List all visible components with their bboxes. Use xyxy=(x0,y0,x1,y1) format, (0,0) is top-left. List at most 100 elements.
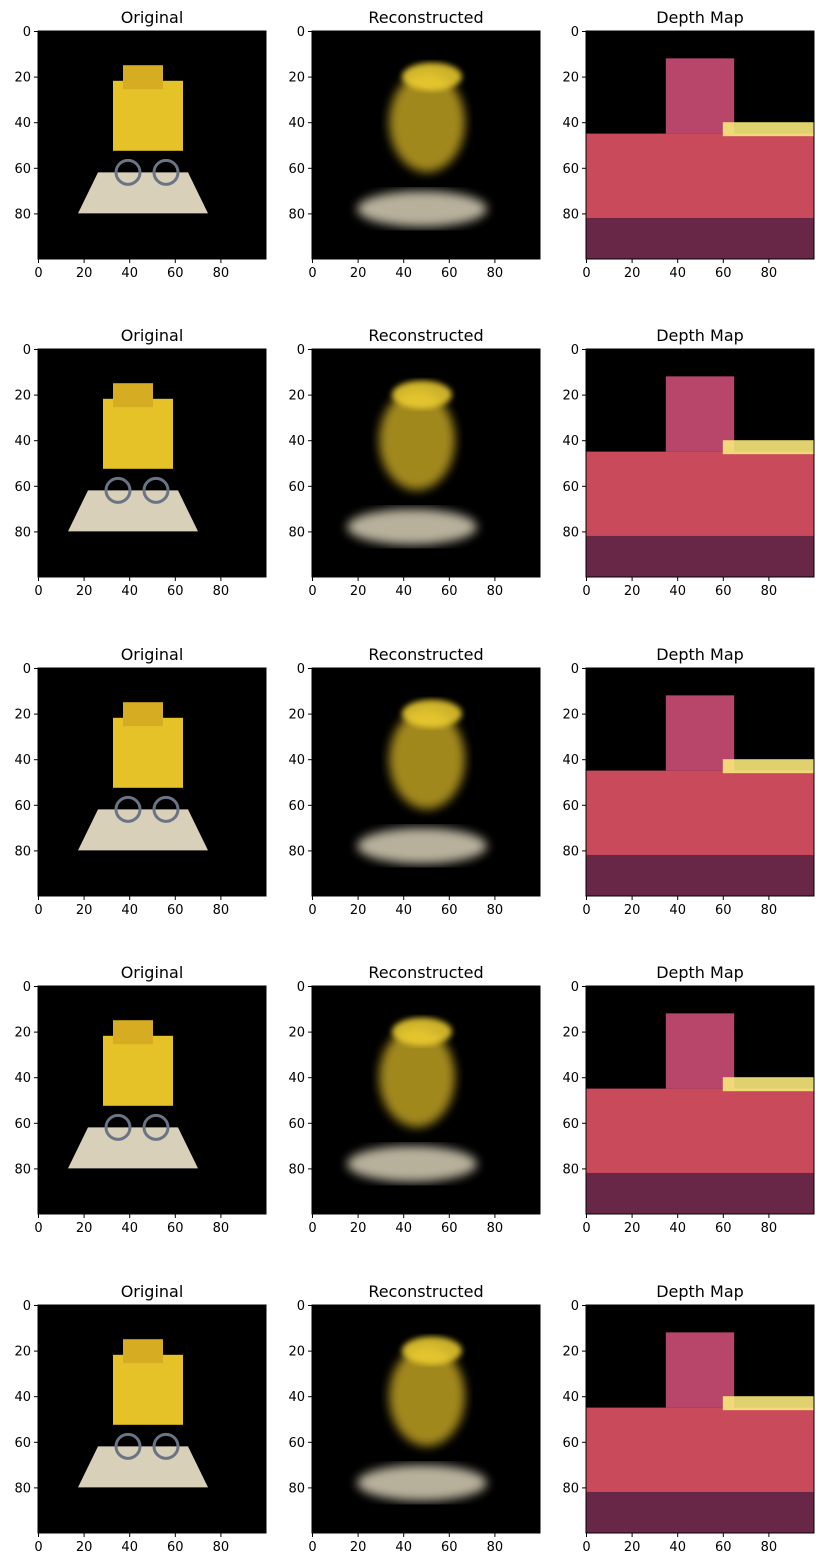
axes-frame xyxy=(37,667,267,897)
lego-top-shape xyxy=(113,1020,153,1045)
axes-frame xyxy=(311,1304,541,1534)
y-tick-label: 40 xyxy=(562,116,579,131)
x-tick-label: 40 xyxy=(669,584,686,599)
y-tick-label: 0 xyxy=(571,343,579,358)
lego-glow xyxy=(389,72,465,173)
x-tick-label: 0 xyxy=(582,903,590,918)
y-tick-label: 0 xyxy=(23,662,31,677)
depth-shadow xyxy=(586,1491,814,1533)
x-tick-label: 80 xyxy=(761,584,778,599)
x-tick-label: 80 xyxy=(213,903,230,918)
lego-glow xyxy=(379,1027,455,1128)
axes-frame xyxy=(37,30,267,260)
depth-object xyxy=(665,376,735,452)
x-tick-label: 0 xyxy=(34,1540,42,1555)
x-tick-label: 80 xyxy=(213,584,230,599)
x-tick-label: 40 xyxy=(669,1540,686,1555)
lego-top-shape xyxy=(123,702,163,727)
x-tick-label: 20 xyxy=(624,1221,641,1236)
y-tick-label: 40 xyxy=(288,116,305,131)
x-tick-label: 0 xyxy=(582,1540,590,1555)
x-tick-label: 40 xyxy=(121,1540,138,1555)
x-tick-label: 60 xyxy=(715,903,732,918)
depth-far-band xyxy=(722,1077,814,1092)
x-tick-label: 0 xyxy=(34,584,42,599)
y-tick-label: 0 xyxy=(571,1299,579,1314)
y-tick-label: 20 xyxy=(562,71,579,86)
y-tick-label: 60 xyxy=(288,162,305,177)
depth-object xyxy=(665,695,735,771)
lego-top-glow xyxy=(402,1336,462,1365)
x-tick-label: 20 xyxy=(350,1221,367,1236)
x-tick-label: 80 xyxy=(761,903,778,918)
lego-top-shape xyxy=(113,383,153,408)
y-tick-label: 60 xyxy=(14,162,31,177)
x-tick-label: 40 xyxy=(395,266,412,281)
x-tick-label: 40 xyxy=(669,1221,686,1236)
x-tick-label: 20 xyxy=(624,584,641,599)
axes-frame xyxy=(585,667,815,897)
depth-object xyxy=(665,1013,735,1089)
x-tick-label: 0 xyxy=(308,1221,316,1236)
y-tick-label: 80 xyxy=(562,1481,579,1496)
lego-body-shape xyxy=(113,717,183,788)
depth-far-band xyxy=(722,122,814,137)
y-tick-label: 20 xyxy=(562,708,579,723)
panel-image xyxy=(312,986,540,1214)
panel-title: Depth Map xyxy=(656,1282,744,1301)
y-tick-label: 40 xyxy=(288,434,305,449)
y-tick-label: 0 xyxy=(297,662,305,677)
wheel-shape xyxy=(152,795,180,823)
x-tick-label: 0 xyxy=(308,266,316,281)
wheel-shape xyxy=(104,476,132,504)
y-tick-label: 0 xyxy=(23,980,31,995)
y-tick-label: 0 xyxy=(23,25,31,40)
lego-top-shape xyxy=(123,65,163,90)
baseplate-shape xyxy=(78,1446,208,1488)
y-tick-label: 0 xyxy=(297,1299,305,1314)
x-tick-label: 60 xyxy=(167,903,184,918)
x-tick-label: 0 xyxy=(34,266,42,281)
y-tick-label: 40 xyxy=(288,753,305,768)
y-tick-label: 20 xyxy=(288,708,305,723)
x-tick-label: 60 xyxy=(167,1540,184,1555)
y-tick-label: 0 xyxy=(571,980,579,995)
y-tick-label: 60 xyxy=(288,1117,305,1132)
y-tick-label: 60 xyxy=(14,1436,31,1451)
panel-image xyxy=(312,1305,540,1533)
x-tick-label: 0 xyxy=(308,1540,316,1555)
x-tick-label: 60 xyxy=(715,1221,732,1236)
y-tick-label: 80 xyxy=(14,1481,31,1496)
depth-far-band xyxy=(722,440,814,455)
y-tick-label: 20 xyxy=(288,71,305,86)
panel-image xyxy=(586,349,814,577)
panel-title: Original xyxy=(121,963,184,982)
panel-image xyxy=(586,668,814,896)
x-tick-label: 80 xyxy=(761,1221,778,1236)
panel-image xyxy=(38,986,266,1214)
y-tick-label: 80 xyxy=(14,525,31,540)
axes-frame xyxy=(585,30,815,260)
y-tick-label: 80 xyxy=(288,525,305,540)
x-tick-label: 40 xyxy=(395,1540,412,1555)
wheel-shape xyxy=(104,1113,132,1141)
y-tick-label: 80 xyxy=(562,207,579,222)
axes-frame xyxy=(311,348,541,578)
y-tick-label: 20 xyxy=(288,1026,305,1041)
y-tick-label: 80 xyxy=(288,1162,305,1177)
panel-image xyxy=(38,1305,266,1533)
lego-body-shape xyxy=(103,398,173,469)
x-tick-label: 40 xyxy=(669,903,686,918)
y-tick-label: 20 xyxy=(14,1345,31,1360)
x-tick-label: 80 xyxy=(761,266,778,281)
panel-image xyxy=(312,31,540,259)
axes-frame xyxy=(311,30,541,260)
